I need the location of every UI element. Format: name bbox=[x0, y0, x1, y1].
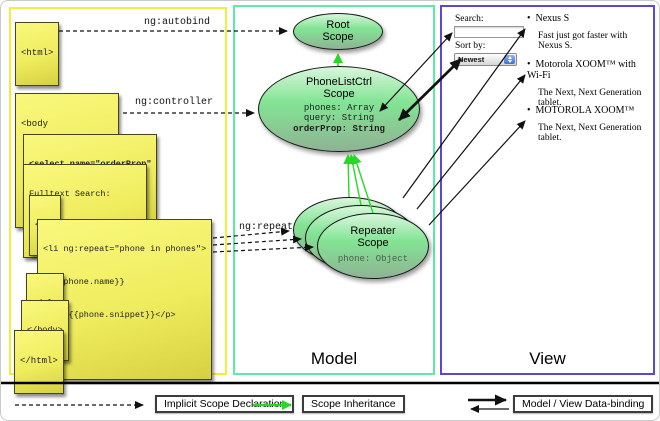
phone-desc: The Next, Next Generation tablet. bbox=[538, 88, 642, 108]
code-html-open: <html> bbox=[15, 22, 60, 87]
model-panel-title: Model bbox=[310, 349, 358, 368]
phone-list-item: Motorola XOOM™ with Wi-Fi The Next, Next… bbox=[527, 59, 649, 108]
phone-title: Nexus S bbox=[527, 13, 649, 24]
phone-list-item: MOTOROLA XOOM™ The Next, Next Generation… bbox=[527, 105, 649, 143]
model-panel: Model bbox=[233, 5, 435, 375]
repeater-scope-ellipse-front: Repeater Scope phone: Object bbox=[317, 213, 429, 279]
view-panel-title: View bbox=[529, 349, 566, 368]
phonelist-scope-ellipse: PhoneListCtrl Scope phones: Array query:… bbox=[258, 66, 420, 152]
phone-desc: The Next, Next Generation tablet. bbox=[538, 123, 642, 143]
label-ng-autobind: ng:autobind bbox=[144, 17, 211, 28]
search-label: Search: bbox=[455, 14, 484, 24]
phonelist-prop-orderprop: orderProp: String bbox=[293, 124, 385, 135]
code-html-close: </html> bbox=[14, 330, 64, 395]
sort-dropdown-value: Newest bbox=[458, 55, 485, 64]
root-scope-title-1: Root bbox=[326, 19, 350, 31]
legend-scope-inheritance: Scope Inheritance bbox=[302, 395, 405, 413]
repeater-scope-title-2: Scope bbox=[357, 237, 389, 250]
legend-model-view-data-binding: Model / View Data-binding bbox=[513, 395, 654, 413]
dropdown-stepper-icon bbox=[504, 55, 515, 64]
repeater-prop-phone: phone: Object bbox=[337, 253, 409, 264]
root-scope-title-2: Scope bbox=[322, 31, 354, 44]
phone-title: MOTOROLA XOOM™ bbox=[527, 105, 649, 116]
sort-by-label: Sort by: bbox=[455, 41, 486, 51]
phone-desc: Fast just got faster with Nexus S. bbox=[538, 31, 628, 51]
repeater-scope-title-1: Repeater bbox=[350, 225, 396, 237]
phonelist-scope-title-2: Scope bbox=[323, 88, 355, 101]
search-input[interactable] bbox=[454, 26, 524, 38]
label-ng-controller: ng:controller bbox=[135, 97, 214, 108]
root-scope-ellipse: Root Scope bbox=[293, 13, 383, 50]
phonelist-scope-title-1: PhoneListCtrl bbox=[305, 76, 373, 88]
label-ng-repeat: ng:repeat bbox=[239, 222, 294, 233]
phonelist-prop-phones: phones: Array bbox=[303, 102, 375, 113]
phonelist-prop-query: query: String bbox=[303, 113, 375, 124]
legend-implicit-scope-declaration: Implicit Scope Declaration bbox=[155, 395, 295, 413]
phone-list-item: Nexus S Fast just got faster with Nexus … bbox=[527, 13, 649, 51]
phone-title: Motorola XOOM™ with Wi-Fi bbox=[527, 59, 649, 81]
sort-dropdown[interactable]: Newest bbox=[454, 53, 517, 66]
